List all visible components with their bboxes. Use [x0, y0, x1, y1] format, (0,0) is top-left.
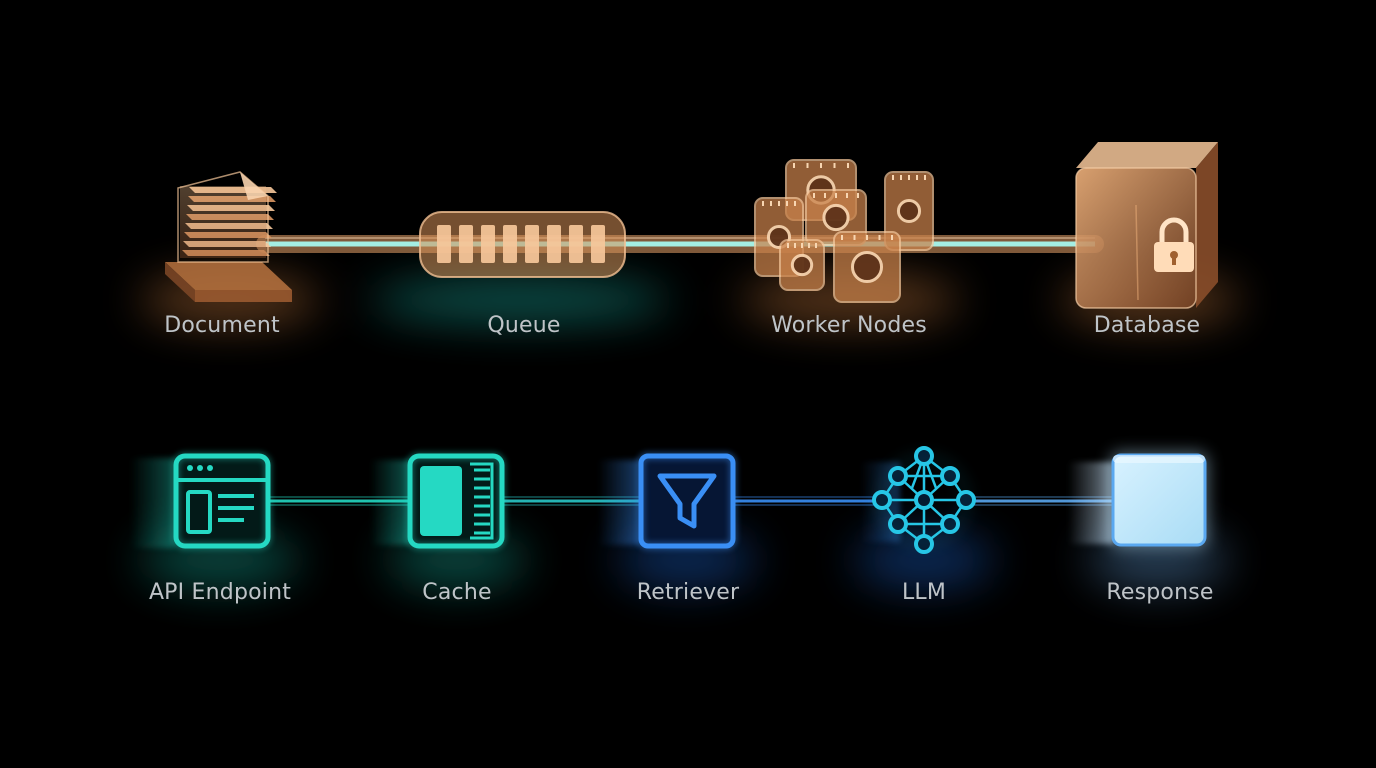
queue-slot: [569, 225, 583, 263]
chip-cluster-icon: [754, 159, 934, 303]
label-response: Response: [1106, 580, 1214, 605]
browser-window-icon: [130, 452, 272, 550]
label-database: Database: [1093, 313, 1201, 338]
worker-chip: [833, 231, 901, 303]
lock-cube-icon: [1075, 142, 1218, 309]
network-node: [914, 490, 934, 510]
queue-slot: [547, 225, 561, 263]
queue-slot: [525, 225, 539, 263]
queue-slot: [481, 225, 495, 263]
queue-slot: [459, 225, 473, 263]
worker-chip: [779, 239, 825, 291]
network-glow: [879, 455, 969, 545]
funnel-icon: [598, 452, 737, 550]
lock-icon: [1154, 217, 1194, 272]
label-llm: LLM: [901, 580, 947, 605]
queue-capsule-icon: [419, 211, 626, 278]
document-stack-icon: [165, 171, 292, 302]
label-retriever: Retriever: [636, 580, 740, 605]
label-api-endpoint: API Endpoint: [148, 580, 292, 605]
label-queue: Queue: [487, 313, 561, 338]
label-worker-nodes: Worker Nodes: [771, 313, 927, 338]
queue-slot: [437, 225, 451, 263]
cache-edge: [470, 462, 494, 540]
queue-slot: [591, 225, 605, 263]
glowing-square-icon: [1068, 452, 1208, 548]
label-document: Document: [164, 313, 280, 338]
queue-slot: [503, 225, 517, 263]
top-connector-tube: [256, 235, 1104, 253]
neural-network-icon: [860, 446, 976, 554]
memory-module-icon: [370, 452, 506, 550]
worker-chip: [884, 171, 934, 251]
label-cache: Cache: [422, 580, 492, 605]
